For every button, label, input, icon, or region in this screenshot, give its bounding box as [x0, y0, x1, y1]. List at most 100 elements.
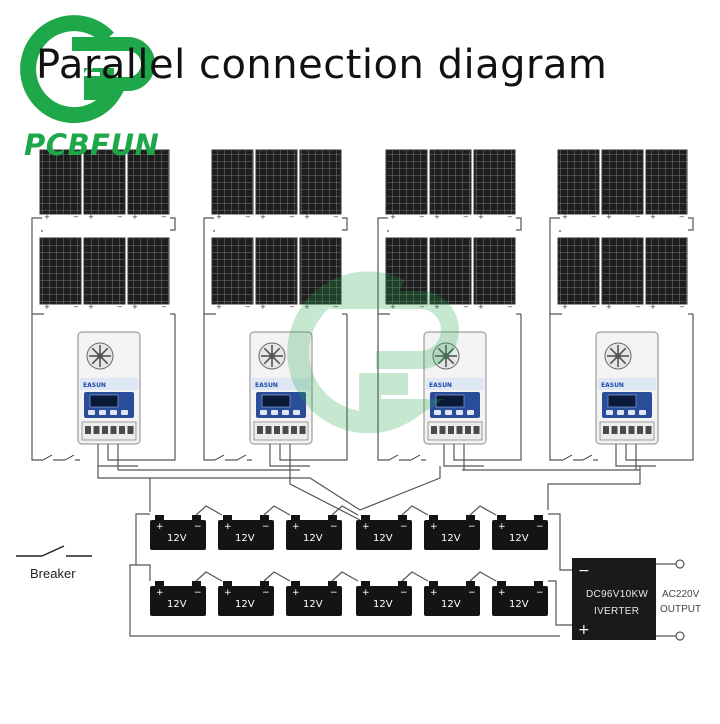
panel-cells	[255, 237, 298, 305]
battery-plus: +	[224, 588, 232, 598]
label-band	[598, 378, 656, 390]
wire	[279, 322, 348, 461]
label-band	[80, 378, 138, 390]
battery: +−12V	[424, 515, 480, 550]
battery-body	[356, 586, 412, 616]
wire	[203, 217, 216, 315]
panel-plus: +	[562, 213, 568, 221]
panel-plus: +	[304, 213, 310, 221]
battery-terminal	[291, 581, 300, 587]
battery-terminal	[192, 515, 201, 521]
terminal	[456, 426, 463, 434]
wire	[377, 314, 426, 461]
terminal	[620, 426, 626, 434]
panel-minus: −	[591, 303, 597, 311]
panel-minus: −	[73, 303, 79, 311]
battery: +−12V	[218, 515, 274, 550]
panel-minus: −	[507, 303, 513, 311]
battery: +−12V	[424, 581, 480, 616]
battery-minus: −	[400, 588, 408, 598]
panel-minus: −	[161, 213, 167, 221]
panel-minus: −	[419, 303, 425, 311]
breaker-gap	[411, 458, 421, 462]
panel-cells	[645, 237, 688, 305]
wiring	[31, 217, 694, 637]
control-button	[293, 410, 300, 415]
charge-controller: EASUN	[423, 331, 487, 445]
battery-label: 12V	[235, 599, 255, 610]
control-button	[606, 410, 613, 415]
inverter-body: −+	[572, 558, 685, 641]
terminal	[603, 426, 609, 434]
battery-plus: +	[498, 522, 506, 532]
panel-minus: −	[635, 213, 641, 221]
battery-label: 12V	[373, 533, 393, 544]
control-button	[434, 410, 441, 415]
battery-terminal	[155, 515, 164, 521]
terminal	[637, 426, 643, 434]
solar-panel: +−	[39, 237, 82, 311]
terminal	[119, 426, 125, 434]
wire	[289, 470, 361, 521]
breaker-icon	[64, 454, 75, 462]
charge-controller: EASUN	[249, 331, 313, 445]
wire	[516, 217, 522, 231]
battery-terminal	[429, 515, 438, 521]
battery-plus: +	[430, 522, 438, 532]
battery-minus: −	[468, 588, 476, 598]
battery-terminal	[398, 515, 407, 521]
terminal	[265, 426, 272, 434]
controller-brand: EASUN	[601, 382, 624, 389]
battery-body	[424, 586, 480, 616]
wire	[342, 217, 348, 231]
solar-panel: +−	[429, 149, 472, 221]
panel-plus: +	[390, 213, 396, 221]
battery-label: 12V	[509, 599, 529, 610]
panel-plus: +	[478, 213, 484, 221]
wire	[107, 322, 176, 461]
lcd-screen	[89, 394, 119, 408]
battery-terminal	[361, 581, 370, 587]
wire	[31, 314, 80, 461]
breaker-icon	[388, 454, 399, 462]
wire	[469, 571, 497, 582]
panel-cells	[127, 237, 170, 305]
panel-cells	[83, 237, 126, 305]
battery-body	[356, 520, 412, 550]
battery: +−12V	[286, 581, 342, 616]
panel-cells	[255, 149, 298, 215]
battery-label: 12V	[167, 599, 187, 610]
panel-plus: +	[88, 213, 94, 221]
battery: +−12V	[356, 581, 412, 616]
panel-plus: +	[216, 303, 222, 311]
wire	[135, 513, 151, 581]
control-button	[617, 410, 624, 415]
battery-body	[218, 520, 274, 550]
panel-minus: −	[463, 303, 469, 311]
panel-cells	[601, 237, 644, 305]
breaker-icon	[582, 454, 593, 462]
battery-minus: −	[536, 588, 544, 598]
breaker-switch	[42, 454, 53, 461]
breaker-switch	[562, 454, 573, 461]
panel-plus: +	[260, 303, 266, 311]
panel-plus: +	[44, 303, 50, 311]
terminal	[439, 426, 446, 434]
battery-minus: −	[330, 522, 338, 532]
control-button	[628, 410, 635, 415]
terminal	[299, 426, 306, 434]
battery-minus: −	[536, 522, 544, 532]
panel-minus: −	[245, 213, 251, 221]
pcbfun-logo-icon	[20, 15, 155, 124]
battery-label: 12V	[303, 599, 323, 610]
breaker-gap	[563, 458, 573, 462]
panel-cells	[429, 237, 472, 305]
panel-cells	[557, 149, 600, 215]
battery-bank: +−12V+−12V+−12V+−12V+−12V+−12V+−12V+−12V…	[150, 515, 548, 616]
panel-cells	[127, 149, 170, 215]
battery-label: 12V	[235, 533, 255, 544]
panel-minus: −	[591, 213, 597, 221]
terminal	[628, 426, 635, 434]
